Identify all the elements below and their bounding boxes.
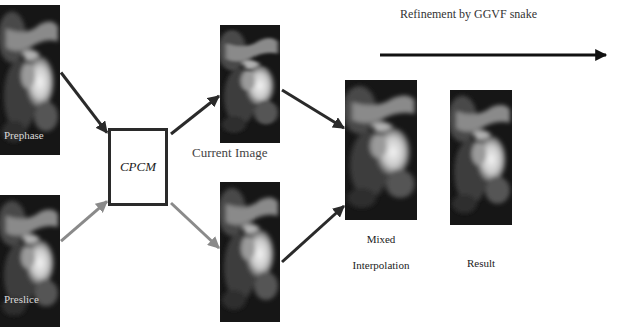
image-caption: Mixed Interpolation xyxy=(339,226,423,278)
step-label: Refinement by GGVF snake xyxy=(400,7,537,22)
mri-image xyxy=(218,182,280,322)
mri-image xyxy=(343,80,417,220)
image-caption: Preslice xyxy=(4,293,39,305)
image-frame: Result xyxy=(450,90,512,225)
flow-arrow xyxy=(282,90,344,128)
image-caption: Result xyxy=(439,250,523,276)
image-frame: Preslice xyxy=(0,195,60,327)
flow-arrow xyxy=(171,96,219,134)
refinement-arrow xyxy=(380,54,606,57)
image-caption: Prephase xyxy=(4,129,44,141)
flow-arrow xyxy=(171,203,219,248)
flow-arrow xyxy=(61,201,107,241)
mri-image xyxy=(0,5,60,155)
flow-arrow xyxy=(282,206,344,262)
image-label: Current Image xyxy=(192,145,267,161)
box-label: CPCM xyxy=(120,159,156,175)
image-frame: Prephase xyxy=(0,5,60,155)
process-box: CPCM xyxy=(108,128,168,206)
mri-image xyxy=(0,195,60,327)
image-frame: Mixed Interpolation xyxy=(345,80,417,220)
flow-arrow xyxy=(61,73,107,133)
mri-image xyxy=(218,25,280,143)
mri-image xyxy=(448,90,512,225)
